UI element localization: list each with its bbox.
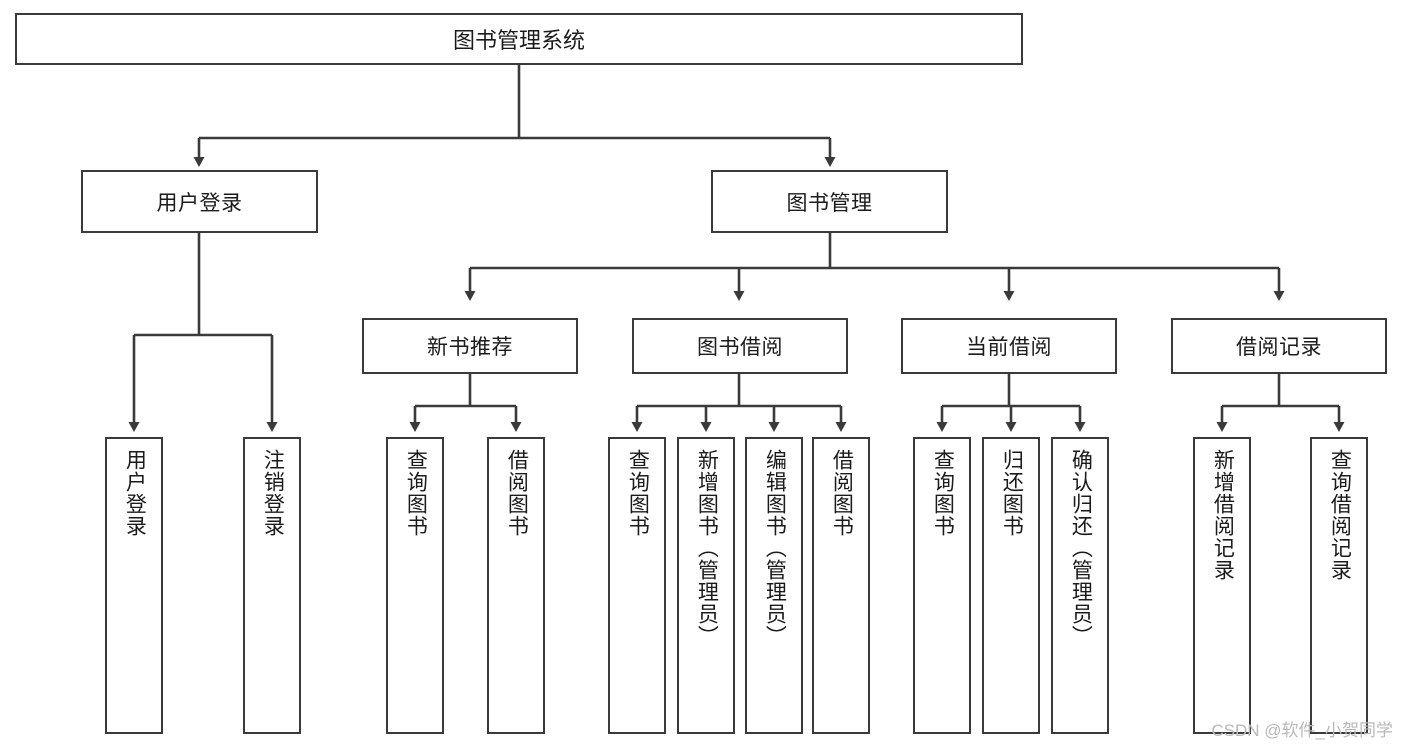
leaf-return-book[interactable]: 归还图书 — [982, 437, 1040, 734]
node-borrow-record[interactable]: 借阅记录 — [1171, 318, 1387, 374]
leaf-label: 查询借阅记录 — [1328, 449, 1352, 581]
leaf-edit-book[interactable]: 编辑图书（管理员） — [745, 437, 803, 734]
leaf-label: 用户登录 — [123, 449, 147, 537]
leaf-label: 归还图书 — [1000, 449, 1024, 537]
watermark: CSDN @软件_小贺同学 — [1211, 721, 1393, 740]
node-user-login[interactable]: 用户登录 — [81, 170, 318, 233]
node-book-borrow[interactable]: 图书借阅 — [632, 318, 848, 374]
leaf-user-login[interactable]: 用户登录 — [105, 437, 163, 734]
node-label: 用户登录 — [156, 191, 243, 215]
leaf-query-book-2[interactable]: 查询图书 — [608, 437, 666, 734]
node-root-system[interactable]: 图书管理系统 — [15, 13, 1023, 65]
leaf-label: 借阅图书 — [830, 449, 854, 537]
leaf-label: 确认归还（管理员） — [1069, 449, 1093, 647]
leaf-query-book-3[interactable]: 查询图书 — [913, 437, 971, 734]
leaf-add-book[interactable]: 新增图书（管理员） — [677, 437, 735, 734]
node-label: 图书管理系统 — [452, 28, 585, 53]
node-new-book-rec[interactable]: 新书推荐 — [362, 318, 578, 374]
node-current-borrow[interactable]: 当前借阅 — [901, 318, 1117, 374]
leaf-label: 借阅图书 — [505, 449, 529, 537]
leaf-label: 查询图书 — [931, 449, 955, 537]
leaf-label: 注销登录 — [261, 449, 285, 537]
leaf-borrow-book-1[interactable]: 借阅图书 — [487, 437, 545, 734]
leaf-label: 新增借阅记录 — [1211, 449, 1235, 581]
node-label: 图书借阅 — [697, 336, 783, 359]
leaf-add-record[interactable]: 新增借阅记录 — [1193, 437, 1251, 734]
leaf-borrow-book-2[interactable]: 借阅图书 — [812, 437, 870, 734]
leaf-label: 查询图书 — [404, 449, 428, 537]
leaf-label: 编辑图书（管理员） — [763, 449, 787, 647]
node-label: 新书推荐 — [427, 336, 513, 359]
node-label: 当前借阅 — [966, 336, 1052, 359]
leaf-query-book-1[interactable]: 查询图书 — [386, 437, 444, 734]
node-book-manage[interactable]: 图书管理 — [711, 170, 948, 233]
leaf-confirm-return[interactable]: 确认归还（管理员） — [1051, 437, 1109, 734]
leaf-label: 查询图书 — [626, 449, 650, 537]
leaf-label: 新增图书（管理员） — [695, 449, 719, 647]
node-label: 图书管理 — [786, 191, 873, 215]
leaf-query-record[interactable]: 查询借阅记录 — [1310, 437, 1368, 734]
node-label: 借阅记录 — [1236, 336, 1322, 359]
leaf-logout[interactable]: 注销登录 — [243, 437, 301, 734]
